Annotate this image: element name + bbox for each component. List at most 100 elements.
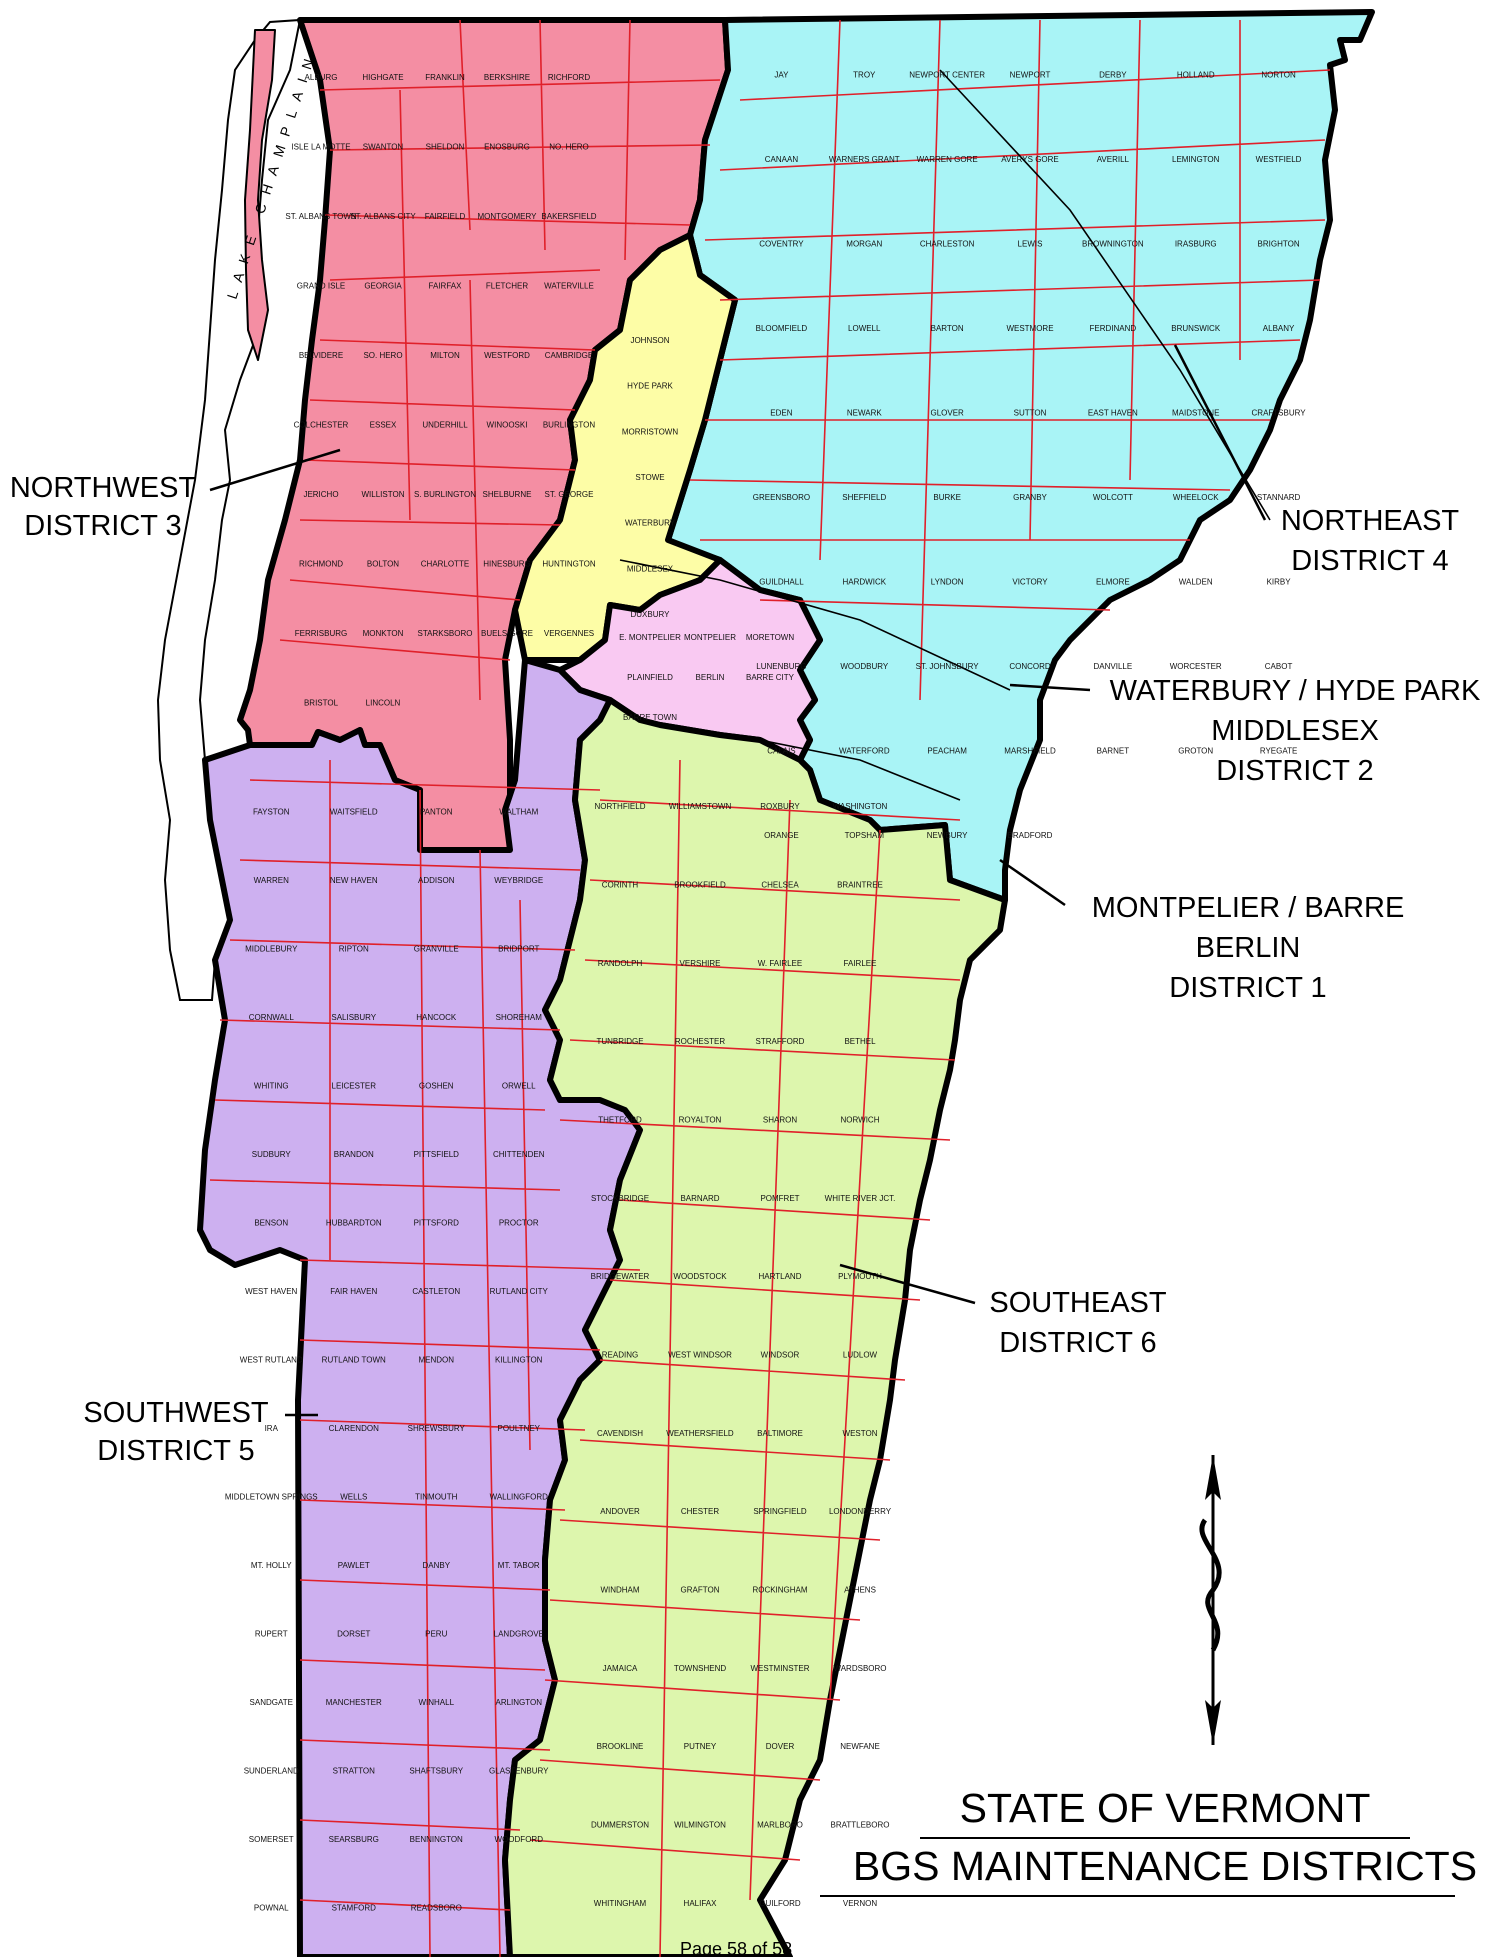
- town-label: ISLE LA MOTTE: [291, 142, 350, 151]
- town-label: BRADFORD: [1008, 831, 1053, 840]
- town-label: WESTFIELD: [1256, 155, 1302, 164]
- town-label: RIPTON: [339, 944, 369, 953]
- town-label: LOWELL: [848, 324, 881, 333]
- town-label: BARNARD: [680, 1194, 719, 1203]
- district-callout-d1: MONTPELIER / BARRE BERLIN DISTRICT 1: [999, 858, 1404, 1004]
- town-label: FAIRFIELD: [425, 212, 466, 221]
- town-label: WARDSBORO: [833, 1664, 886, 1673]
- town-label: ALBANY: [1263, 324, 1295, 333]
- town-label: SHARON: [763, 1116, 797, 1125]
- town-label: COLCHESTER: [294, 420, 349, 429]
- town-label: KIRBY: [1267, 577, 1292, 586]
- town-label: ST. ALBANS CITY: [350, 212, 416, 221]
- town-label: NORTON: [1261, 70, 1296, 79]
- town-label: STAMFORD: [332, 1904, 377, 1913]
- town-label: BERKSHIRE: [484, 73, 530, 82]
- town-label: SPRINGFIELD: [753, 1507, 807, 1516]
- town-label: CASTLETON: [412, 1287, 460, 1296]
- town-label: RUPERT: [255, 1630, 288, 1639]
- town-label: FAIRFAX: [429, 281, 463, 290]
- town-label: STOCKBRIDGE: [591, 1194, 649, 1203]
- town-label: BRANDON: [334, 1150, 374, 1159]
- town-label: ROCHESTER: [675, 1037, 725, 1046]
- grand-isle-islands: [244, 29, 276, 361]
- map-title-line1: STATE OF VERMONT: [960, 1785, 1371, 1831]
- town-label: ARLINGTON: [495, 1698, 542, 1707]
- town-label: BAKERSFIELD: [541, 212, 596, 221]
- town-label: BOLTON: [367, 559, 399, 568]
- town-label: MORRISTOWN: [622, 427, 679, 436]
- town-label: HUBBARDTON: [326, 1218, 382, 1227]
- town-label: WHITE RIVER JCT.: [825, 1194, 896, 1203]
- town-label: LUNENBURG: [756, 662, 806, 671]
- district-label-line2: DISTRICT 4: [1291, 545, 1448, 577]
- town-label: STARKSBORO: [418, 629, 473, 638]
- town-label: CHARLESTON: [920, 239, 975, 248]
- town-label: WORCESTER: [1170, 662, 1222, 671]
- town-label: STRATTON: [333, 1767, 376, 1776]
- town-label: NORWICH: [841, 1116, 880, 1125]
- town-label: CORINTH: [602, 881, 639, 890]
- town-label: PITTSFORD: [414, 1218, 460, 1227]
- town-label: SALISBURY: [331, 1013, 376, 1022]
- town-label: SHEFFIELD: [842, 493, 886, 502]
- district-callout-d6: SOUTHEAST DISTRICT 6: [839, 1263, 1167, 1359]
- town-label: BERLIN: [696, 673, 725, 682]
- town-label: WALDEN: [1179, 577, 1213, 586]
- town-label: WEATHERSFIELD: [666, 1429, 734, 1438]
- town-label: WATERFORD: [839, 746, 890, 755]
- town-label: READSBORO: [411, 1904, 462, 1913]
- town-label: LEICESTER: [332, 1081, 377, 1090]
- district-label-line1: NORTHWEST: [10, 472, 197, 504]
- town-label: READING: [602, 1351, 638, 1360]
- town-label: BRIDPORT: [498, 944, 539, 953]
- town-label: STRAFFORD: [756, 1037, 805, 1046]
- town-label: VERSHIRE: [680, 959, 721, 968]
- town-label: BELVIDERE: [299, 351, 343, 360]
- town-label: POMFRET: [760, 1194, 799, 1203]
- town-label: CONCORD: [1009, 662, 1051, 671]
- town-label: CRAFTSBURY: [1252, 408, 1307, 417]
- town-label: BRUNSWICK: [1171, 324, 1221, 333]
- town-label: RUTLAND TOWN: [322, 1356, 386, 1365]
- town-label: MIDDLETOWN SPRINGS: [225, 1493, 318, 1502]
- town-label: BLOOMFIELD: [756, 324, 808, 333]
- town-label: GOSHEN: [419, 1081, 454, 1090]
- town-label: CORNWALL: [249, 1013, 295, 1022]
- town-label: WATERVILLE: [544, 281, 594, 290]
- town-label: NEWPORT CENTER: [909, 70, 985, 79]
- town-label: TUNBRIDGE: [596, 1037, 643, 1046]
- town-label: WOODFORD: [495, 1835, 544, 1844]
- town-label: CANAAN: [765, 155, 799, 164]
- town-label: ST. ALBANS TOWN: [285, 212, 357, 221]
- town-label: HOLLAND: [1177, 70, 1215, 79]
- town-label: BURLINGTON: [543, 420, 596, 429]
- town-label: RICHFORD: [548, 73, 590, 82]
- town-label: TINMOUTH: [415, 1493, 457, 1502]
- town-label: CHARLOTTE: [421, 559, 469, 568]
- page-footer: Page 58 of 58: [680, 1939, 792, 1957]
- town-label: PLAINFIELD: [627, 673, 673, 682]
- town-label: HUNTINGTON: [542, 559, 595, 568]
- town-label: CAMBRIDGE: [545, 351, 593, 360]
- town-label: BRIGHTON: [1258, 239, 1300, 248]
- town-label: WESTMORE: [1006, 324, 1053, 333]
- town-label: WHITINGHAM: [594, 1899, 647, 1908]
- town-label: BARTON: [931, 324, 964, 333]
- town-label: WASHINGTON: [833, 802, 888, 811]
- town-label: ANDOVER: [600, 1507, 640, 1516]
- town-label: NEWPORT: [1010, 70, 1051, 79]
- town-label: ROCKINGHAM: [752, 1586, 807, 1595]
- town-label: GREENSBORO: [753, 493, 810, 502]
- town-label: BRATTLEBORO: [831, 1821, 890, 1830]
- town-label: LUDLOW: [843, 1351, 878, 1360]
- town-label: RANDOLPH: [598, 959, 643, 968]
- district-label-line2: MIDDLESEX: [1211, 715, 1379, 747]
- town-label: WEST RUTLAND: [240, 1356, 303, 1365]
- district-callout-d3: NORTHWEST DISTRICT 3: [10, 448, 341, 542]
- town-label: VERNON: [843, 1899, 877, 1908]
- town-label: WEST WINDSOR: [668, 1351, 732, 1360]
- town-label: BURKE: [933, 493, 961, 502]
- town-label: VICTORY: [1012, 577, 1048, 586]
- town-label: MT. TABOR: [498, 1561, 540, 1570]
